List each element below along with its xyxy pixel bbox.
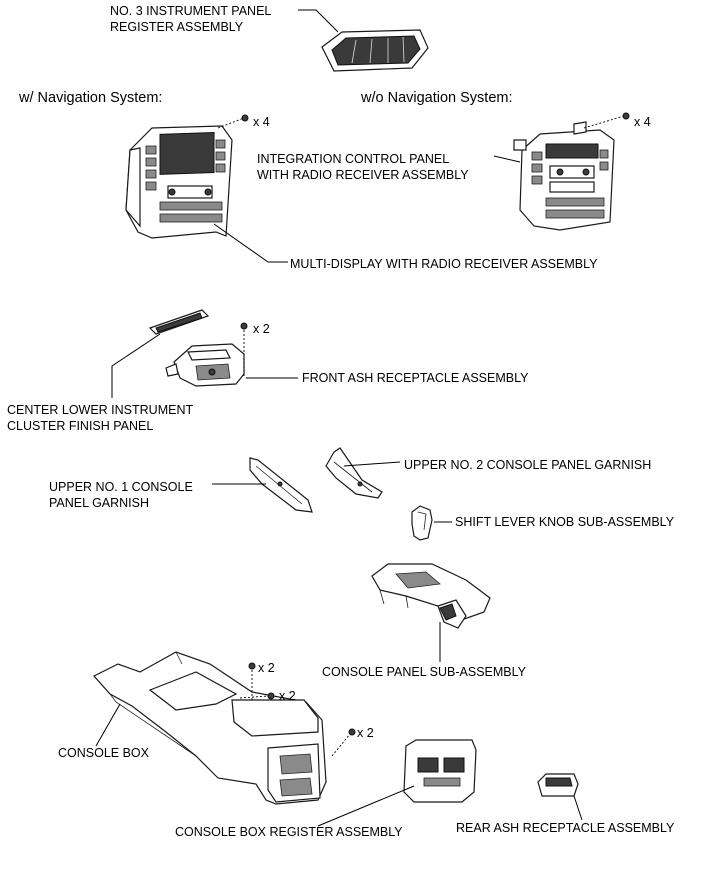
register-label-line1: NO. 3 INSTRUMENT PANEL bbox=[110, 4, 272, 18]
with-nav-header: w/ Navigation System: bbox=[19, 90, 163, 106]
upper-no2-garnish-drawing bbox=[325, 447, 401, 499]
shift-knob-label: SHIFT LEVER KNOB SUB-ASSEMBLY bbox=[455, 515, 675, 529]
console-box-register-label: CONSOLE BOX REGISTER ASSEMBLY bbox=[175, 825, 403, 839]
console-panel-drawing bbox=[371, 563, 491, 662]
front-ash-receptacle-drawing bbox=[165, 322, 298, 387]
without-nav-header: w/o Navigation System: bbox=[361, 90, 513, 106]
integration-panel-drawing bbox=[493, 112, 630, 231]
center-lower-label-line1: CENTER LOWER INSTRUMENT bbox=[7, 403, 194, 417]
multi-display-label: MULTI-DISPLAY WITH RADIO RECEIVER ASSEMB… bbox=[290, 257, 598, 271]
console-panel-label: CONSOLE PANEL SUB-ASSEMBLY bbox=[322, 665, 526, 679]
register-assembly-label: NO. 3 INSTRUMENT PANEL REGISTER ASSEMBLY bbox=[110, 3, 271, 35]
center-lower-panel-label: CENTER LOWER INSTRUMENT CLUSTER FINISH P… bbox=[7, 402, 193, 434]
upper-no1-label-line1: UPPER NO. 1 CONSOLE bbox=[49, 480, 193, 494]
nav-screw-qty: x 4 bbox=[253, 115, 270, 129]
no-nav-screw-qty: x 4 bbox=[634, 115, 651, 129]
console-box-drawing bbox=[93, 651, 356, 805]
console-box-label: CONSOLE BOX bbox=[58, 746, 149, 760]
console-box-screw-qty-b: x 2 bbox=[279, 689, 296, 703]
rear-ash-label: REAR ASH RECEPTACLE ASSEMBLY bbox=[456, 821, 675, 835]
register-assembly-drawing bbox=[298, 9, 429, 72]
front-ash-label: FRONT ASH RECEPTACLE ASSEMBLY bbox=[302, 371, 529, 385]
shift-knob-drawing bbox=[411, 505, 452, 541]
front-ash-screw-qty: x 2 bbox=[253, 322, 270, 336]
console-box-screw-qty-a: x 2 bbox=[258, 661, 275, 675]
upper-no1-garnish-label: UPPER NO. 1 CONSOLE PANEL GARNISH bbox=[49, 479, 193, 511]
upper-no2-garnish-label: UPPER NO. 2 CONSOLE PANEL GARNISH bbox=[404, 458, 652, 472]
register-screw-qty: x 2 bbox=[357, 726, 374, 740]
integration-panel-label: INTEGRATION CONTROL PANEL WITH RADIO REC… bbox=[257, 151, 469, 183]
center-lower-label-line2: CLUSTER FINISH PANEL bbox=[7, 419, 154, 433]
rear-ash-receptacle-drawing bbox=[537, 773, 583, 821]
center-lower-finish-panel-drawing bbox=[111, 309, 210, 398]
integration-label-line1: INTEGRATION CONTROL PANEL bbox=[257, 152, 450, 166]
upper-no1-label-line2: PANEL GARNISH bbox=[49, 496, 150, 510]
register-label-line2: REGISTER ASSEMBLY bbox=[110, 20, 244, 34]
integration-label-line2: WITH RADIO RECEIVER ASSEMBLY bbox=[257, 168, 469, 182]
upper-no1-garnish-drawing bbox=[212, 457, 313, 513]
console-box-register-drawing bbox=[317, 739, 477, 827]
multi-display-drawing bbox=[125, 114, 288, 263]
